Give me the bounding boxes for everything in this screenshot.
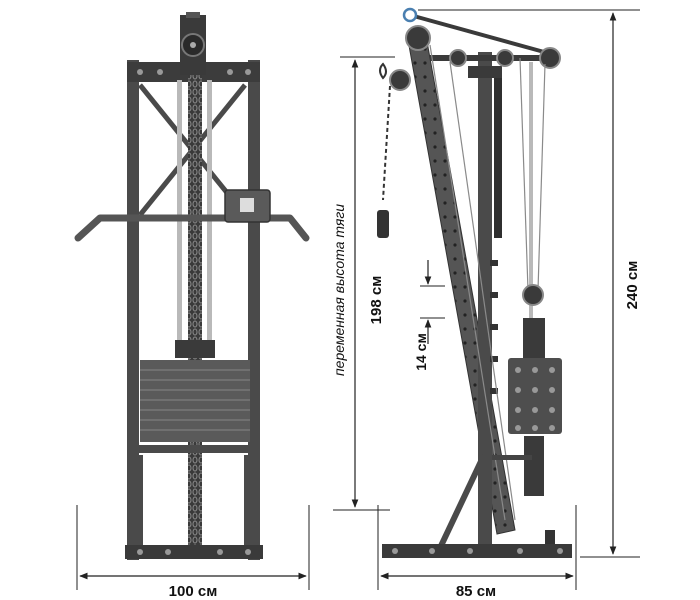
front-guide-rod-left — [177, 80, 182, 345]
front-width-label: 100 см — [169, 583, 218, 600]
side-chain-handle — [377, 210, 389, 238]
side-top-pulley-accent — [402, 7, 418, 23]
side-view: 14 см 85 см — [377, 7, 577, 600]
side-pulley-5 — [539, 47, 561, 69]
pull-height-label: 198 см — [368, 276, 385, 325]
front-right-upright — [248, 60, 260, 560]
side-top-arm — [409, 13, 556, 57]
total-height-dimension: 240 см — [418, 9, 641, 558]
side-pulley-2 — [389, 69, 411, 91]
front-pull-bar — [74, 214, 310, 242]
front-cable-sleeve — [188, 75, 202, 555]
side-lower-pulley — [522, 284, 544, 306]
side-guide-rod — [529, 62, 533, 352]
pull-height-caption: переменная высота тяги — [331, 204, 347, 376]
side-pulley-3 — [449, 49, 467, 67]
front-weight-stack — [140, 340, 250, 442]
side-base — [382, 544, 572, 558]
front-left-upright — [127, 60, 139, 560]
front-base — [125, 545, 263, 559]
front-guide-rod-right — [207, 80, 212, 345]
front-view: 100 см — [74, 12, 310, 600]
side-pulley-1 — [405, 25, 431, 51]
step-label: 14 см — [413, 333, 429, 371]
side-pulley-4 — [496, 49, 514, 67]
side-weight-stack — [508, 318, 562, 496]
side-depth-label: 85 см — [456, 583, 496, 600]
pull-height-dimension: 198 см переменная высота тяги — [331, 56, 395, 511]
total-height-label: 240 см — [624, 261, 641, 310]
